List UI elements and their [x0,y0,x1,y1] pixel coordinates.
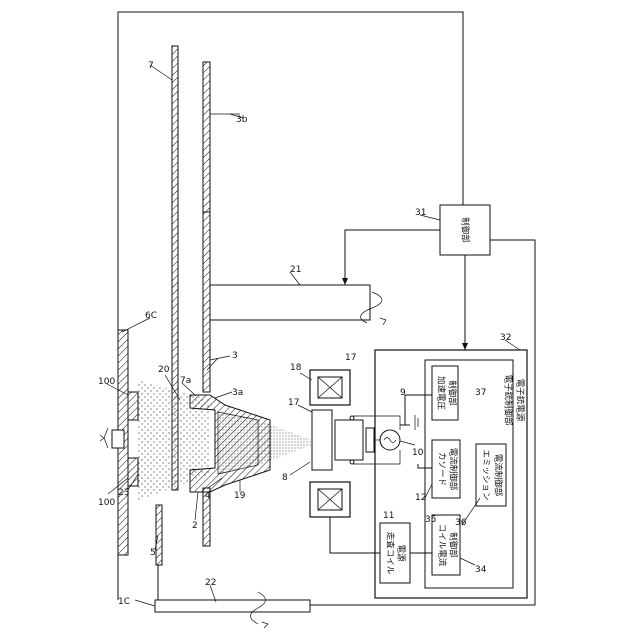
ref-3b: 3b [236,115,248,125]
cathode-current-line2: 電流制御部 [448,448,459,491]
ref-34: 34 [475,565,487,575]
block-100-upper [128,392,138,420]
electron-gun-8 [312,410,332,470]
gun-power-label: 電子銃電源 [515,379,526,422]
shaft-21 [210,285,370,320]
ref-1C: 1C [118,597,130,607]
ref-32: 32 [500,333,511,343]
cathode-current-line1: カソード [437,452,447,486]
plate-5 [156,505,162,565]
evaporant-19 [218,412,258,474]
scan-coil-line2: 電源 [396,544,406,562]
platform-22 [155,600,310,612]
plate-3b [203,62,210,212]
ref-22: 22 [205,578,216,588]
ref-100b: 100 [98,498,115,508]
ref-11: 11 [383,511,394,521]
electron-beam [258,420,312,465]
ref-31: 31 [415,208,426,218]
ref-6C: 6C [145,311,157,321]
ref-10: 10 [412,448,424,458]
ref-19: 19 [234,491,246,501]
gun-control-label: 電子銃制御部 [503,374,514,426]
ref-9: 9 [400,388,406,398]
ref-7a: 7a [180,376,191,386]
ref-37: 37 [475,388,486,398]
ref-21: 21 [290,265,301,275]
emission-current-line2: 電流制御部 [493,454,504,497]
emission-current-line1: エミッション [481,449,491,500]
ref-8: 8 [282,473,288,483]
ref-20: 20 [158,365,170,375]
plate-3 [203,212,210,392]
ref-5: 5 [150,548,156,558]
ref-2: 2 [192,521,198,531]
sample-holder-23 [112,430,124,448]
control-unit-label: 制御部 [460,217,471,243]
ref-35: 35 [425,515,436,525]
ref-18: 18 [290,363,302,373]
ref-3: 3 [232,351,238,361]
accel-voltage-line1: 加速電圧 [436,376,447,411]
coil-current-line1: コイル電流 [437,524,448,567]
ref-36: 36 [455,518,467,528]
ref-4: 4 [205,491,211,501]
ref-17a: 17 [345,353,356,363]
scan-coil-line1: 走査コイル [385,532,396,575]
ref-23: 23 [118,488,129,498]
ref-12: 12 [415,493,426,503]
accel-voltage-line2: 制御部 [447,380,458,406]
ref-7: 7 [148,61,154,71]
ref-3a: 3a [232,388,243,398]
coil-current-line2: 制御部 [448,532,459,558]
ref-100a: 100 [98,377,115,387]
ref-17b: 17 [288,398,299,408]
